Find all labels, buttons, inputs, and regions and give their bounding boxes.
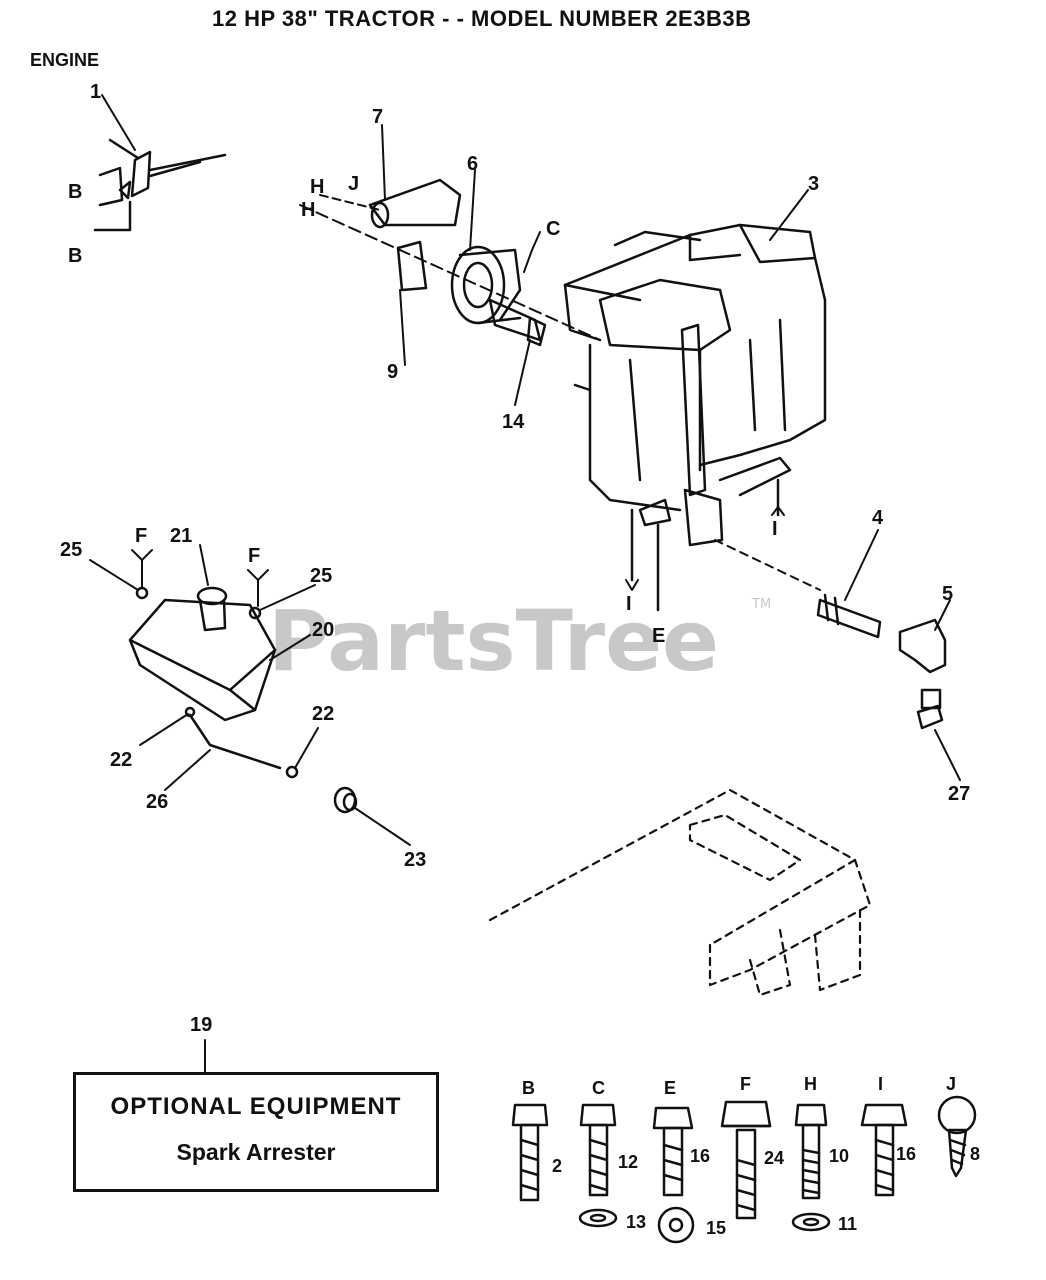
- callout-leaders: [89, 94, 961, 1073]
- diagram-title: 12 HP 38" TRACTOR - - MODEL NUMBER 2E3B3…: [212, 6, 752, 31]
- hardware-qty-h: 10: [829, 1146, 849, 1166]
- air-cleaner-part: [450, 245, 522, 325]
- optional-equipment-item: Spark Arrester: [176, 1139, 336, 1165]
- washer-25-right: [248, 606, 262, 620]
- fitting-22-left: [184, 706, 196, 718]
- callout-25-left: 25: [60, 539, 82, 561]
- ref-c: C: [546, 218, 560, 240]
- callout-15: 15: [706, 1218, 726, 1238]
- fitting-part: [488, 298, 547, 347]
- fuel-tank-part: [128, 586, 277, 722]
- callout-14: 14: [502, 411, 525, 433]
- optional-equipment-heading: OPTIONAL EQUIPMENT: [110, 1093, 402, 1120]
- ref-b-lower: B: [68, 245, 82, 267]
- drain-plug-part: [916, 688, 944, 730]
- watermark: PartsTree: [268, 592, 719, 690]
- callout-13: 13: [626, 1212, 646, 1232]
- fuel-line-part: [188, 713, 282, 770]
- hardware-qty-f: 24: [764, 1148, 784, 1168]
- ref-i-left: I: [626, 593, 632, 615]
- callout-19: 19: [190, 1014, 213, 1036]
- ref-j: J: [348, 173, 359, 195]
- ref-e: E: [652, 625, 665, 647]
- elbow-part: [898, 618, 947, 674]
- callout-26: 26: [146, 791, 168, 813]
- callout-6: 6: [467, 153, 478, 175]
- ref-b-upper: B: [68, 181, 82, 203]
- callout-20: 20: [312, 619, 334, 641]
- callout-4: 4: [872, 507, 884, 529]
- callout-5: 5: [942, 583, 953, 605]
- callout-1: 1: [90, 81, 101, 103]
- hardware-letter-e: E: [664, 1078, 676, 1098]
- optional-equipment-box: OPTIONAL EQUIPMENT Spark Arrester: [73, 1072, 439, 1192]
- clamp-part: [396, 240, 428, 292]
- hardware-row: [511, 1095, 977, 1244]
- chassis-frame: [488, 788, 872, 997]
- grommet-part: [333, 786, 358, 814]
- ref-i-right: I: [772, 518, 778, 540]
- callout-3: 3: [808, 173, 819, 195]
- hardware-letter-h: H: [804, 1074, 817, 1094]
- ref-h-lower: H: [301, 199, 315, 221]
- reference-arrows: [131, 231, 785, 607]
- hardware-letter-j: J: [946, 1074, 956, 1094]
- nipple-part: [816, 593, 882, 639]
- ref-h-upper: H: [310, 176, 324, 198]
- callout-11: 11: [838, 1214, 857, 1234]
- hardware-qty-e: 16: [690, 1146, 710, 1166]
- callout-23: 23: [404, 849, 426, 871]
- callout-9: 9: [387, 361, 398, 383]
- section-label: ENGINE: [30, 50, 100, 70]
- callout-25-right: 25: [310, 565, 332, 587]
- hardware-qty-b: 2: [552, 1156, 562, 1176]
- callout-22-right: 22: [312, 703, 334, 725]
- hardware-letter-b: B: [522, 1078, 535, 1098]
- ref-f-left: F: [135, 525, 147, 547]
- hardware-letter-f: F: [740, 1074, 751, 1094]
- engine-part: [563, 223, 827, 612]
- ref-f-right: F: [248, 545, 260, 567]
- hardware-letter-c: C: [592, 1078, 605, 1098]
- callout-7: 7: [372, 106, 383, 128]
- throttle-cable-part: [93, 138, 227, 232]
- intake-elbow-part: [368, 178, 462, 229]
- hardware-letter-i: I: [878, 1074, 883, 1094]
- callout-22-left: 22: [110, 749, 132, 771]
- hardware-qty-c: 12: [618, 1152, 638, 1172]
- watermark-trademark: TM: [751, 597, 771, 612]
- callout-27: 27: [948, 783, 970, 805]
- fitting-22-right: [285, 765, 299, 779]
- callout-21: 21: [170, 525, 192, 547]
- hardware-qty-i: 16: [896, 1144, 916, 1164]
- hardware-qty-j: 8: [970, 1144, 980, 1164]
